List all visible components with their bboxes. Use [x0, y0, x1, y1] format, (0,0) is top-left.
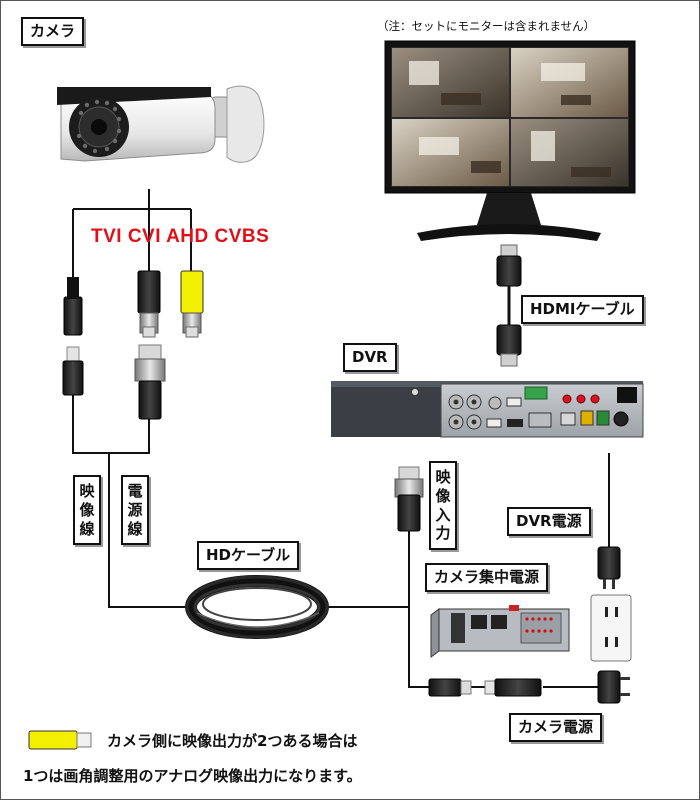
camera-cable-bundle: [72, 393, 150, 454]
camera-power-plug: [63, 277, 83, 336]
hdmi-connector-bottom: [496, 324, 522, 367]
dvr-bnc-connector: [394, 466, 424, 532]
hd-cable-left: [108, 453, 191, 608]
label-camera: カメラ: [21, 17, 85, 46]
camera-mount-base: [226, 85, 265, 163]
label-camera-central-power: カメラ集中電源: [425, 563, 549, 592]
monitor-neck: [477, 193, 541, 225]
central-power-supply: [430, 605, 570, 658]
dvr-unit: [331, 381, 644, 438]
label-video-input: 映像入力: [429, 461, 457, 550]
label-power-line: 電源線: [121, 475, 149, 546]
footer-note-line-2: 1つは画角調整用のアナログ映像出力になります。: [23, 767, 362, 785]
label-dvr: DVR: [343, 343, 397, 372]
dvr-power-adapter: [597, 546, 621, 589]
label-hdmi-cable: HDMIケーブル: [521, 295, 644, 324]
bullet-camera: [57, 85, 265, 163]
label-hd-cable: HDケーブル: [197, 541, 300, 570]
wall-outlet: [590, 594, 632, 662]
monitor: [384, 40, 636, 241]
hd-cable-right: [323, 528, 410, 608]
camera-cable-split: [72, 189, 192, 299]
camera-bnc-black: [137, 270, 161, 338]
cable-bnc-connector: [134, 344, 166, 420]
camera-power-plug-male: [484, 678, 542, 697]
camera-power-plug-female: [428, 678, 472, 697]
footer-note-line-1: カメラ側に映像出力が2つある場合は: [107, 732, 358, 750]
monitor-stand: [417, 224, 601, 241]
hd-cable-coil: [185, 575, 329, 639]
camera-bnc-yellow: [180, 270, 204, 338]
label-signal-types: TVI CVI AHD CVBS: [91, 226, 270, 247]
label-monitor-note: （注：セットにモニターは含まれません）: [377, 19, 596, 33]
label-camera-power: カメラ電源: [509, 713, 603, 742]
camera-power-adapter: [597, 670, 630, 704]
legend-yellow-connector: [28, 730, 92, 750]
label-video-line: 映像線: [73, 475, 101, 546]
monitor-view-2: [511, 48, 628, 117]
hdmi-connector-top: [496, 244, 522, 287]
label-dvr-power: DVR電源: [507, 507, 591, 536]
cable-power-jack: [62, 346, 84, 396]
wire-lines: [72, 189, 610, 688]
power-branch-down: [408, 607, 429, 688]
